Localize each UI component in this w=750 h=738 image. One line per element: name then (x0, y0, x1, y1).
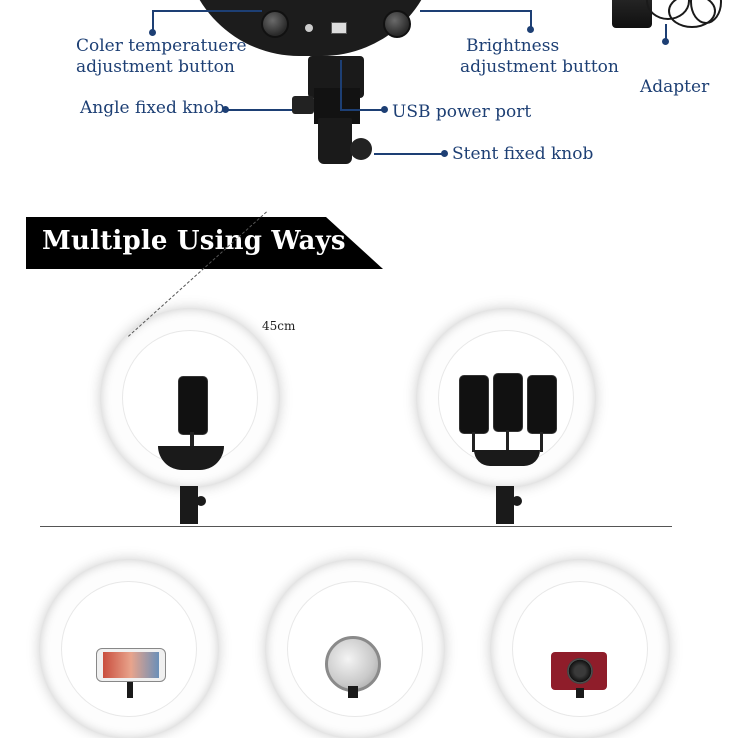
phone-mount (127, 682, 133, 698)
camera-lens-icon (567, 658, 593, 684)
leader-line (530, 10, 532, 30)
stent-knob-icon (350, 138, 372, 160)
phone-icon (459, 375, 489, 434)
section-banner (26, 217, 383, 269)
leader-line (152, 10, 262, 12)
diameter-label: 45cm (262, 319, 296, 333)
color-temperature-label: Coler temperatuere adjustment button (76, 36, 247, 78)
leader-dot (441, 150, 448, 157)
phone-icon (96, 648, 166, 682)
leader-dot (381, 106, 388, 113)
adapter-label: Adapter (640, 77, 710, 97)
leader-line (152, 10, 154, 32)
adapter-icon (612, 0, 652, 28)
section-title: Multiple Using Ways (42, 226, 346, 256)
mirror-icon (325, 636, 381, 692)
shelf-divider (40, 526, 672, 527)
phone-icon (493, 373, 523, 432)
camera-mount (576, 688, 584, 698)
leader-dot (527, 26, 534, 33)
leader-line (226, 109, 292, 111)
ring-base-panel (474, 450, 540, 466)
leader-line (665, 24, 667, 42)
ring-stand-knob-icon (196, 496, 206, 506)
phone-holder (472, 432, 475, 452)
callout-line: Coler temperatuere (76, 36, 247, 56)
leader-dot (222, 106, 229, 113)
phone-icon (527, 375, 557, 434)
leader-line (420, 10, 530, 12)
phone-holder (540, 432, 543, 452)
stent-knob-label: Stent fixed knob (452, 144, 594, 164)
ring-light-icon (491, 560, 669, 738)
leader-line (340, 60, 342, 110)
callout-line: adjustment button (76, 57, 235, 77)
brightness-label: Brightness adjustment button (460, 36, 619, 78)
callout-line: Brightness (466, 36, 560, 56)
phone-icon (178, 376, 208, 435)
color-temperature-dial-icon (261, 10, 289, 38)
leader-dot (149, 29, 156, 36)
ring-stand-knob-icon (512, 496, 522, 506)
ring-stand (180, 486, 198, 524)
phone-screen (103, 652, 159, 678)
brightness-dial-icon (383, 10, 411, 38)
usb-port-icon (331, 22, 347, 34)
stand-mount (318, 118, 352, 164)
callout-line: adjustment button (460, 57, 619, 77)
camera-icon (551, 652, 607, 690)
phone-holder (190, 432, 194, 448)
leader-line (340, 109, 384, 111)
usb-port-label: USB power port (392, 102, 532, 122)
mirror-stand (348, 686, 358, 698)
leader-dot (662, 38, 669, 45)
ring-stand (496, 486, 514, 524)
phone-holder (506, 430, 509, 452)
ring-base-panel (158, 446, 224, 470)
angle-knob-label: Angle fixed knob (80, 98, 225, 118)
dc-port-icon (305, 24, 313, 32)
angle-knob-icon (292, 96, 314, 114)
leader-line (374, 153, 444, 155)
